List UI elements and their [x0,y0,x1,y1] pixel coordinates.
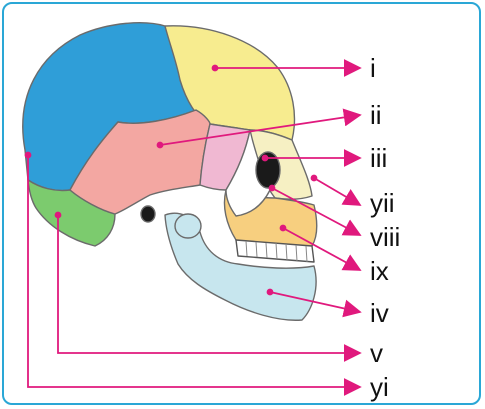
label-iv: iv [370,298,389,328]
diagram-labels: i ii iii yii viii ix iv v yi [370,53,400,402]
label-v: v [370,338,383,368]
label-ix: ix [370,256,389,286]
label-viii: viii [370,222,400,252]
label-iii: iii [370,143,387,173]
label-yii: yii [370,188,395,218]
label-yi: yi [370,372,389,402]
label-ii: ii [370,100,382,130]
arrow-yii [314,178,360,205]
mandible-condyle [175,214,201,238]
ear-opening [141,206,155,222]
label-i: i [370,53,376,83]
